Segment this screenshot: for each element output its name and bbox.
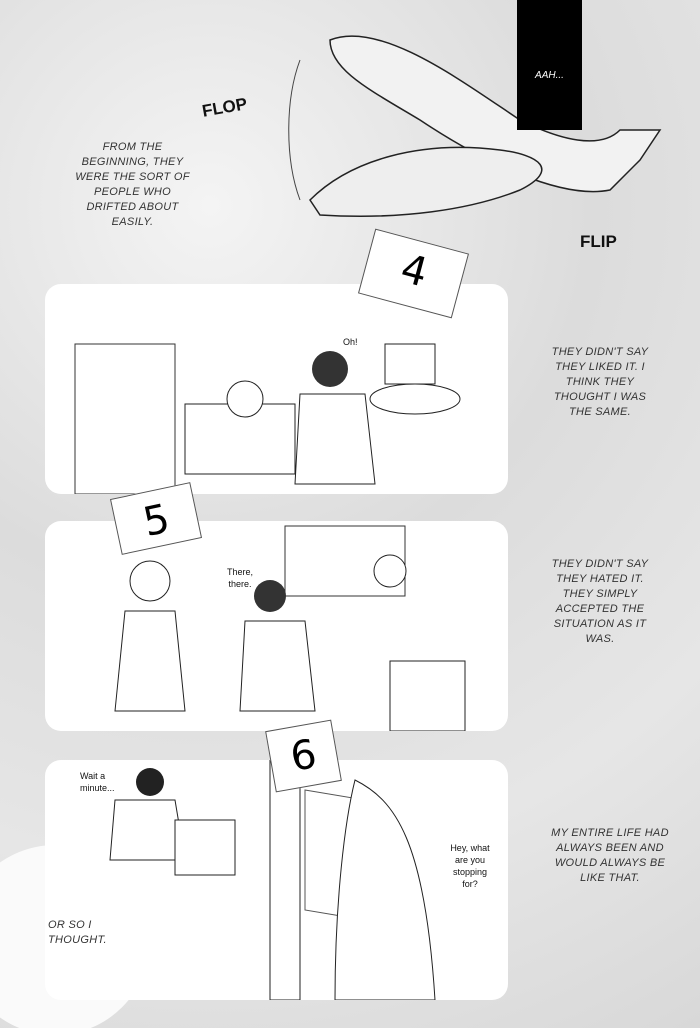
narration-hated: THEY DIDN'T SAY THEY HATED IT. THEY SIMP… [551, 558, 649, 645]
narration-intro: FROM THE BEGINNING, THEY WERE THE SORT O… [75, 141, 190, 228]
street-scene-illustration [109, 760, 436, 1000]
narration-or-so-i-thought: OR SO I THOUGHT. [48, 919, 107, 946]
koi-fish-illustration [288, 35, 662, 217]
narration-entire-life: MY ENTIRE LIFE HAD ALWAYS BEEN AND WOULD… [551, 827, 669, 884]
speech-oh: Oh! [343, 337, 358, 347]
panel-5: There, there. [45, 521, 508, 731]
black-caption-box: AAH... [517, 0, 582, 130]
panel-6: Wait a minute... Hey, what are you stopp… [45, 760, 508, 1000]
office-celebration-illustration [114, 525, 466, 731]
speech-hey-stopping: Hey, what are you stopping for? [450, 843, 490, 889]
speech-wait-a-minute: Wait a minute... [80, 771, 115, 793]
office-scene-illustration [74, 343, 461, 494]
aah-text: AAH... [535, 70, 564, 81]
panel-4: Oh! [45, 284, 508, 494]
sfx-flip: FLIP [580, 232, 617, 251]
narration-liked: THEY DIDN'T SAY THEY LIKED IT. I THINK T… [551, 346, 649, 418]
number-card-6: 6 [265, 719, 342, 793]
speech-there-there: There, there. [226, 567, 253, 589]
